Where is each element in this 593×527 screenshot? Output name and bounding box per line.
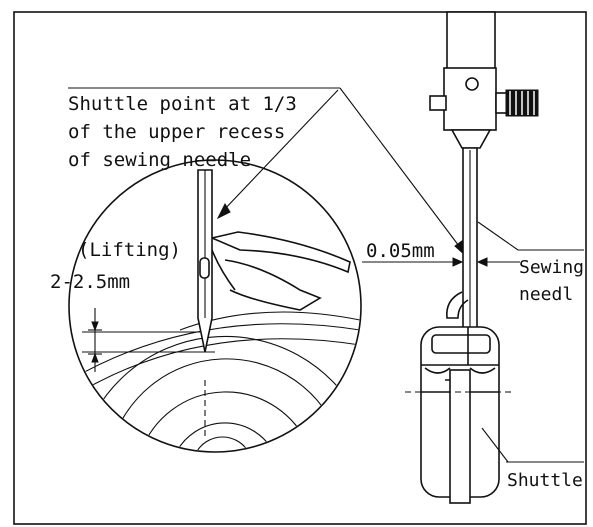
sewing-needle-text-1: Sewing <box>519 257 584 278</box>
shuttle-point-text-3: of sewing needle <box>68 149 251 171</box>
shuttle-point-callout: Shuttle point at 1/3 of the upper recess… <box>68 87 467 258</box>
sewing-needle-text-2: needl <box>519 284 573 305</box>
shuttle: Shuttle <box>405 291 584 504</box>
clearance-label: 0.05mm <box>366 240 435 262</box>
sewing-needle-callout: Sewing needl <box>477 221 584 305</box>
shuttle-point-text-2: of the upper recess <box>68 121 285 143</box>
shuttle-point-text-1: Shuttle point at 1/3 <box>68 93 297 115</box>
magnifier-circle <box>68 159 362 453</box>
diagram-frame <box>13 11 587 525</box>
clearance-dimension: 0.05mm <box>362 240 520 267</box>
lift-range-label: 2-2.5mm <box>50 271 130 293</box>
magnified-detail: (Lifting) 2-2.5mm <box>50 159 362 453</box>
needle-assembly <box>429 11 539 361</box>
shuttle-label: Shuttle <box>507 470 583 491</box>
lifting-label: (Lifting) <box>78 239 181 261</box>
